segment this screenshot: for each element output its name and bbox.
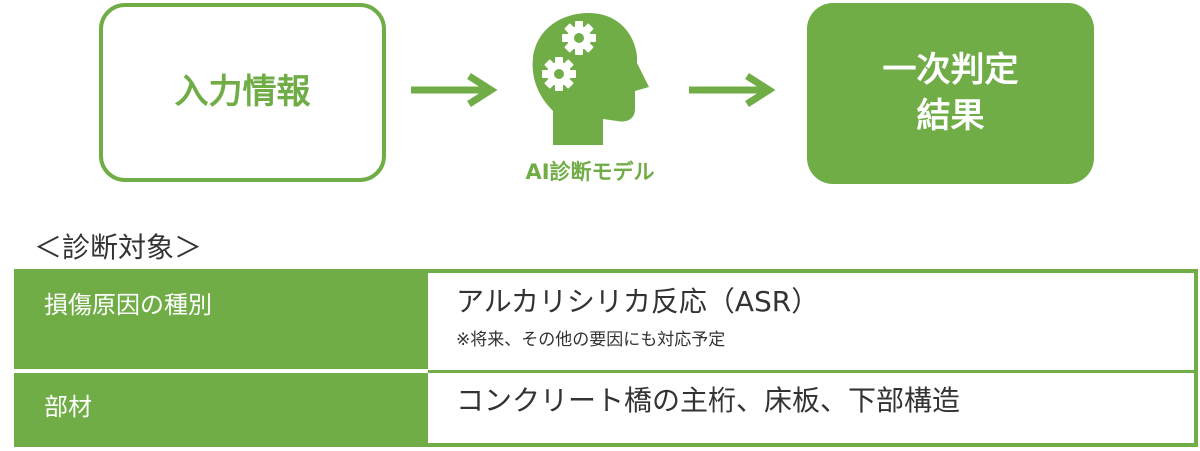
input-info-label: 入力情報 — [174, 71, 311, 112]
right-arrow-icon — [411, 73, 498, 107]
member-value: コンクリート橋の主桁、床板、下部構造 — [456, 384, 961, 417]
ai-model-label: AI診断モデル — [525, 160, 655, 184]
diagnosis-target-table: 損傷原因の種別 部材 アルカリシリカ反応（ASR） ※将来、その他の要因にも対応… — [14, 269, 1198, 447]
section-title: ＜診断対象＞ — [34, 231, 203, 264]
row-divider — [14, 369, 428, 373]
damage-cause-type-note: ※将来、その他の要因にも対応予定 — [456, 329, 726, 350]
primary-judgment-result-box: 一次判定 結果 — [807, 3, 1094, 184]
damage-cause-type-value: アルカリシリカ反応（ASR） — [456, 285, 820, 318]
member-cell: コンクリート橋の主桁、床板、下部構造 — [428, 373, 1194, 443]
member-label: 部材 — [44, 393, 92, 421]
head-with-gears-icon — [532, 13, 649, 145]
right-arrow-icon — [689, 73, 776, 107]
primary-judgment-result-label: 一次判定 結果 — [882, 49, 1019, 136]
input-info-box: 入力情報 — [99, 3, 386, 182]
damage-cause-type-cell: アルカリシリカ反応（ASR） ※将来、その他の要因にも対応予定 — [428, 273, 1194, 370]
damage-cause-type-label: 損傷原因の種別 — [44, 291, 212, 319]
